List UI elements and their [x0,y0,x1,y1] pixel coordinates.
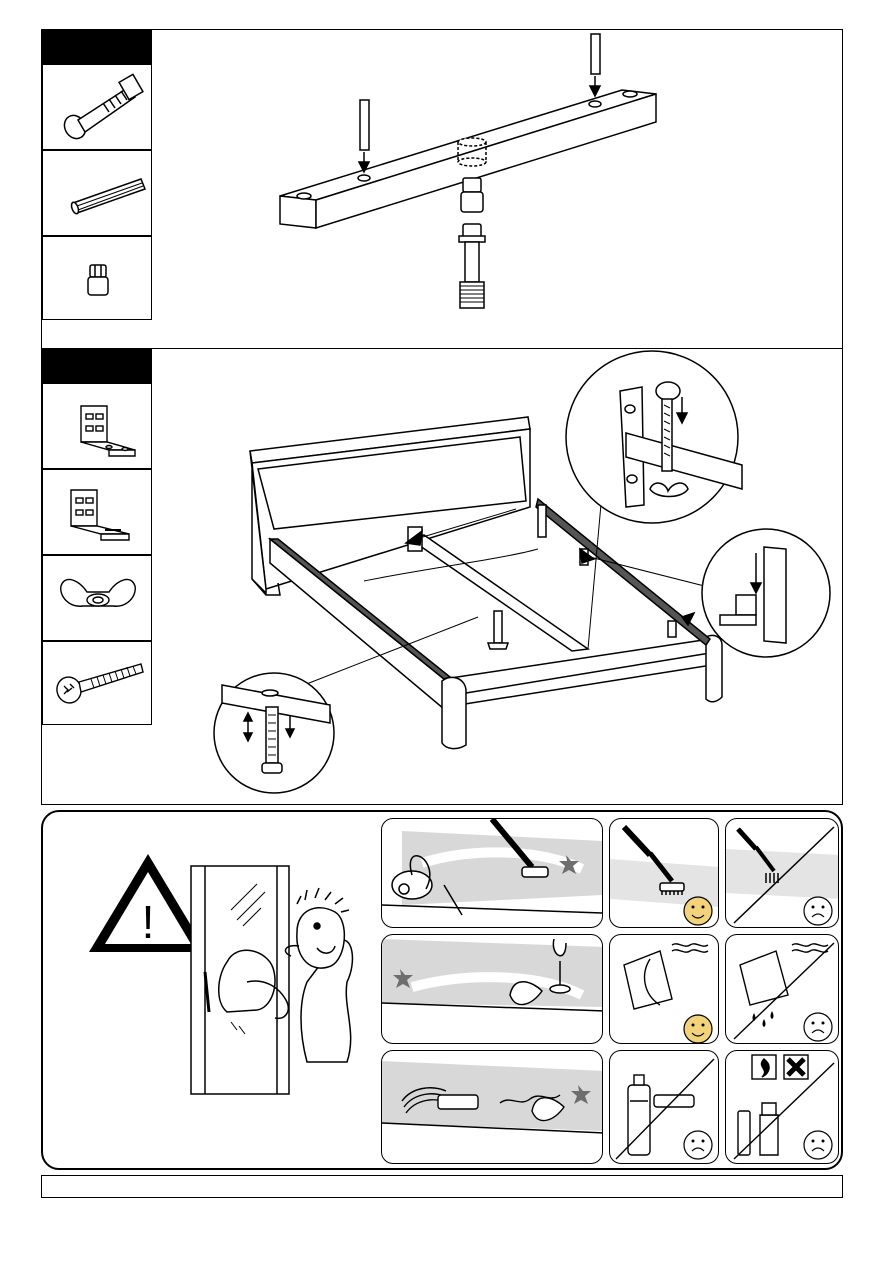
step-2-panel [41,348,843,805]
care-tile-wet-cloth [725,934,839,1044]
soft-brush-icon [610,819,719,928]
step-1-panel [41,29,843,349]
abrasive-cleaner-icon [610,1051,719,1164]
footer-bar [41,1175,843,1198]
care-tile-sponge [381,1050,603,1164]
care-tile-wipe-spill [381,934,603,1044]
wipe-spill-icon [382,935,603,1044]
hard-brush-icon [726,819,839,928]
smiley-not-ok-icon [804,1013,832,1041]
step-2-illustration [42,349,842,804]
smiley-not-ok-icon [804,897,832,925]
smiley-ok-icon [684,1015,712,1043]
step-1-illustration [42,30,842,348]
warning-symbol: ! [142,896,155,948]
wet-cloth-icon [726,935,839,1044]
dry-cloth-icon [610,935,719,1044]
care-tile-dry-cloth [609,934,719,1044]
person-cleaning-glass-icon [187,862,367,1102]
care-tile-vacuum [381,818,603,928]
vacuum-cleaning-icon [382,819,603,928]
sponge-wipe-icon [382,1051,603,1164]
smiley-not-ok-icon [804,1131,832,1159]
chemical-spray-icon [726,1051,839,1164]
care-tile-abrasive [609,1050,719,1164]
care-tile-chemical-spray [725,1050,839,1164]
smiley-ok-icon [684,897,712,925]
smiley-not-ok-icon [684,1131,712,1159]
care-tile-hard-brush [725,818,839,928]
care-tile-soft-brush [609,818,719,928]
care-instructions-panel: ! [41,810,843,1170]
